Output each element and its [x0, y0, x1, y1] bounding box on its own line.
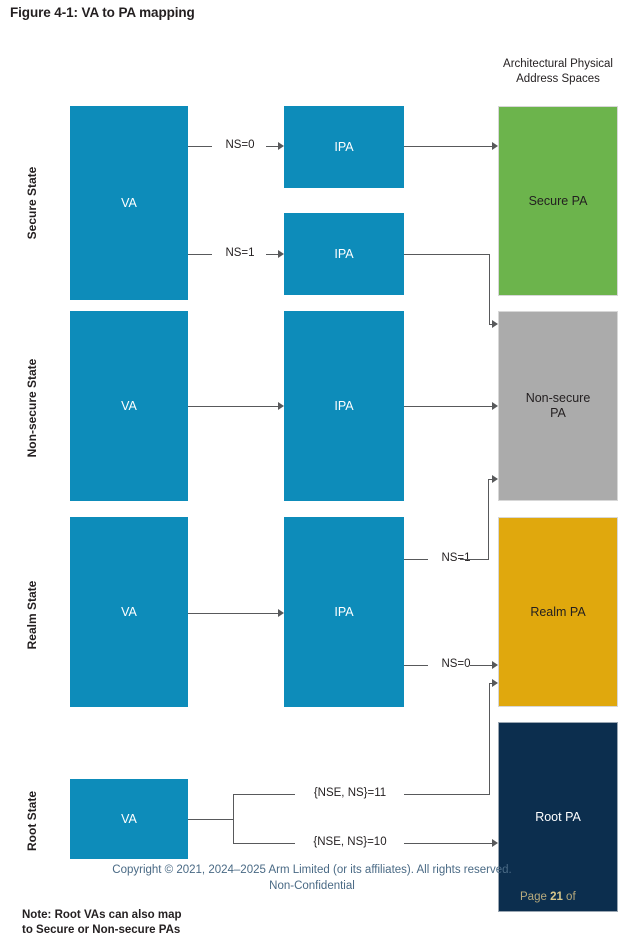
connector-realm-ns1-up [488, 479, 489, 560]
state-label-non-secure: Non-secure State [25, 358, 39, 458]
va-box-non-secure: VA [70, 311, 188, 501]
edge-label-realm-ns1: NS=1 [441, 552, 471, 564]
connector-root-branch11-into-realm-pa [489, 683, 492, 684]
state-label-root: Root State [25, 791, 39, 851]
figure-title: Figure 4-1: VA to PA mapping [10, 5, 195, 20]
pa-box-label: Realm PA [530, 604, 586, 619]
va-box-label: VA [121, 811, 137, 826]
connector-realm-ns1-right [460, 559, 489, 560]
connector-secure-ns1-into-pa [489, 324, 492, 325]
connector-secure-ns0-to-ipa [266, 146, 278, 147]
edge-label-realm-ns0: NS=0 [441, 658, 471, 670]
ipa-box-label: IPA [334, 398, 354, 413]
pa-box-non-secure: Non-secure PA [498, 311, 618, 501]
connector-secure-ns1-to-ipa [266, 254, 278, 255]
pa-box-label: Root PA [535, 809, 581, 824]
ipa-box-label: IPA [334, 246, 354, 261]
edge-label-secure-ns0: NS=0 [225, 139, 255, 151]
connector-root-branch11-up [489, 683, 490, 795]
ipa-box-secure-ns0: IPA [284, 106, 404, 188]
page-prefix: Page [520, 891, 551, 903]
va-box-secure: VA [70, 106, 188, 300]
connector-secure-ns1-right [404, 254, 490, 255]
connector-realm-ns1-stub [404, 559, 428, 560]
connector-realm-ns0-to-pa [470, 665, 492, 666]
va-box-label: VA [121, 195, 137, 210]
ipa-box-realm: IPA [284, 517, 404, 707]
arrowhead-realm-pa [492, 661, 498, 669]
connector-root-branch11 [233, 794, 295, 795]
arrowhead-secure-ns0-ipa [278, 142, 284, 150]
ipa-box-non-secure: IPA [284, 311, 404, 501]
ipa-box-label: IPA [334, 604, 354, 619]
pa-box-label: Non-secure PA [525, 391, 591, 420]
state-label-secure: Secure State [25, 166, 39, 240]
edge-label-root-nse-ns-11: {NSE, NS}=11 [313, 787, 387, 799]
arrowhead-secure-ns1-ipa [278, 250, 284, 258]
va-box-realm: VA [70, 517, 188, 707]
arrowhead-root-pa [492, 839, 498, 847]
arrowhead-realm-pa-from-root [492, 679, 498, 687]
connector-root-branch10 [233, 843, 295, 844]
edge-label-root-nse-ns-10: {NSE, NS}=10 [313, 836, 387, 848]
page-suffix: of [562, 891, 576, 903]
arrowhead-realm-ipa [278, 609, 284, 617]
physical-address-spaces-header: Architectural Physical Address Spaces [503, 58, 613, 85]
arrowhead-non-secure-pa-bottom [492, 475, 498, 483]
pa-box-root: Root PA [498, 722, 618, 912]
connector-root-va-stub [188, 819, 234, 820]
connector-secure-ns1-down [489, 254, 490, 324]
arrowhead-non-secure-ipa [278, 402, 284, 410]
footer-page-number: Page 21 of [520, 891, 576, 903]
connector-root-split [233, 794, 234, 844]
connector-secure-ipa-to-secure-pa [404, 146, 492, 147]
figure-note: Note: Root VAs can also map to Secure or… [22, 909, 182, 936]
va-box-label: VA [121, 398, 137, 413]
arrowhead-non-secure-pa-top [492, 320, 498, 328]
connector-non-secure-ipa-to-pa [404, 406, 492, 407]
edge-label-secure-ns1: NS=1 [225, 247, 255, 259]
ipa-box-secure-ns1: IPA [284, 213, 404, 295]
connector-root-branch10-to-root-pa [404, 843, 492, 844]
arrowhead-non-secure-pa-mid [492, 402, 498, 410]
pa-box-secure: Secure PA [498, 106, 618, 296]
connector-realm-ns0-stub [404, 665, 428, 666]
va-box-root: VA [70, 779, 188, 859]
connector-secure-ns1-stub [188, 254, 212, 255]
connector-realm-ns1-into-pa [488, 479, 492, 480]
pa-box-label: Secure PA [528, 193, 588, 208]
connector-secure-ns0-stub [188, 146, 212, 147]
arrowhead-secure-pa [492, 142, 498, 150]
ipa-box-label: IPA [334, 139, 354, 154]
va-box-label: VA [121, 604, 137, 619]
pa-box-realm: Realm PA [498, 517, 618, 707]
connector-realm-va-to-ipa [188, 613, 278, 614]
footer-confidentiality: Non-Confidential [269, 880, 355, 892]
footer-copyright-block: Copyright © 2021, 2024–2025 Arm Limited … [0, 862, 624, 894]
connector-non-secure-va-to-ipa [188, 406, 278, 407]
page-number-value: 21 [550, 891, 563, 903]
state-label-realm: Realm State [25, 580, 39, 650]
footer-copyright: Copyright © 2021, 2024–2025 Arm Limited … [112, 864, 512, 876]
connector-root-branch11-right [404, 794, 490, 795]
